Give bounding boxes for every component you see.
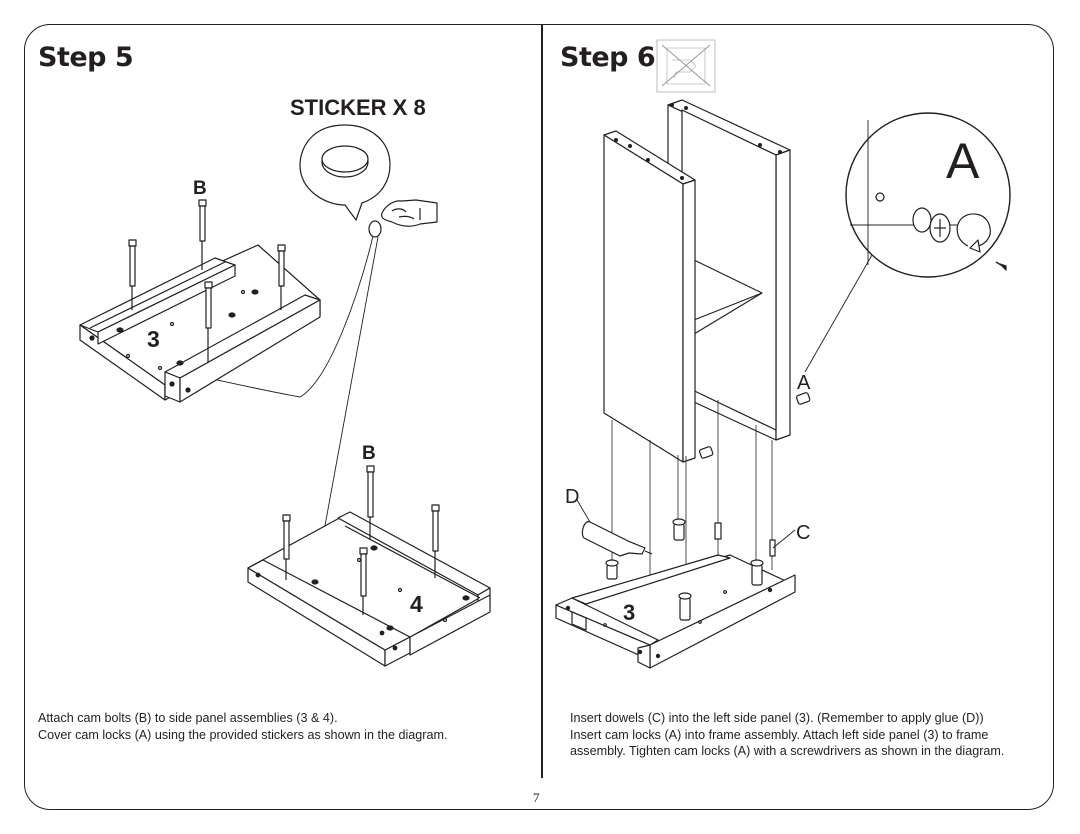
bolt-b-label-lower: B bbox=[362, 443, 376, 464]
step-6-instruction-line: assembly. Tighten cam locks (A) with a s… bbox=[570, 744, 1005, 758]
rotate-arrow-icon bbox=[956, 213, 991, 253]
tall-side-panel-left bbox=[603, 130, 696, 463]
no-power-tools-icon bbox=[656, 39, 716, 93]
step-6-diagram: 3 D C A bbox=[555, 39, 1011, 669]
panel-3-label: 3 bbox=[147, 326, 160, 352]
zoom-a-label: A bbox=[946, 133, 980, 189]
dowel-c-label: C bbox=[796, 522, 810, 544]
step-5-diagram: STICKER X 8 bbox=[79, 95, 491, 667]
glue-d-label: D bbox=[565, 486, 579, 508]
side-panel-4-assembly bbox=[247, 511, 491, 667]
sticker-count-label: STICKER X 8 bbox=[290, 95, 426, 120]
glue-bottle-d bbox=[581, 521, 653, 557]
side-panel-3-assembly bbox=[79, 244, 321, 403]
step-5-instruction-line: Attach cam bolts (B) to side panel assem… bbox=[38, 711, 338, 725]
step-6-instruction-line: Insert dowels (C) into the left side pan… bbox=[570, 711, 984, 725]
page-number: 7 bbox=[533, 790, 540, 805]
page-frame bbox=[24, 24, 1054, 810]
step-divider bbox=[541, 25, 543, 778]
cam-lock-a-label: A bbox=[797, 372, 811, 394]
panel-4-label: 4 bbox=[410, 591, 423, 617]
hand-pointer-icon bbox=[381, 199, 438, 227]
step-5-instruction-line: Cover cam locks (A) using the provided s… bbox=[38, 727, 448, 742]
step-5-instructions: Attach cam bolts (B) to side panel assem… bbox=[38, 710, 447, 743]
screwdriver-icon bbox=[995, 261, 1007, 271]
cam-bolts-b-upper bbox=[128, 199, 286, 362]
step-5-title: Step 5 bbox=[38, 42, 134, 73]
base-frame-assembly bbox=[555, 554, 796, 669]
bolt-b-label-upper: B bbox=[193, 178, 207, 199]
cam-bolts-b-lower bbox=[282, 465, 440, 615]
step-6-title: Step 6 bbox=[560, 42, 656, 73]
step-6-instructions: Insert dowels (C) into the left side pan… bbox=[570, 710, 1004, 760]
cam-lock-zoom-detail bbox=[804, 112, 1011, 373]
frame-panel-3-label: 3 bbox=[623, 600, 635, 625]
step-6-instruction-line: Insert cam locks (A) into frame assembly… bbox=[570, 727, 989, 742]
sticker-icon bbox=[299, 124, 391, 221]
cam-locks-a-frame bbox=[605, 392, 811, 621]
